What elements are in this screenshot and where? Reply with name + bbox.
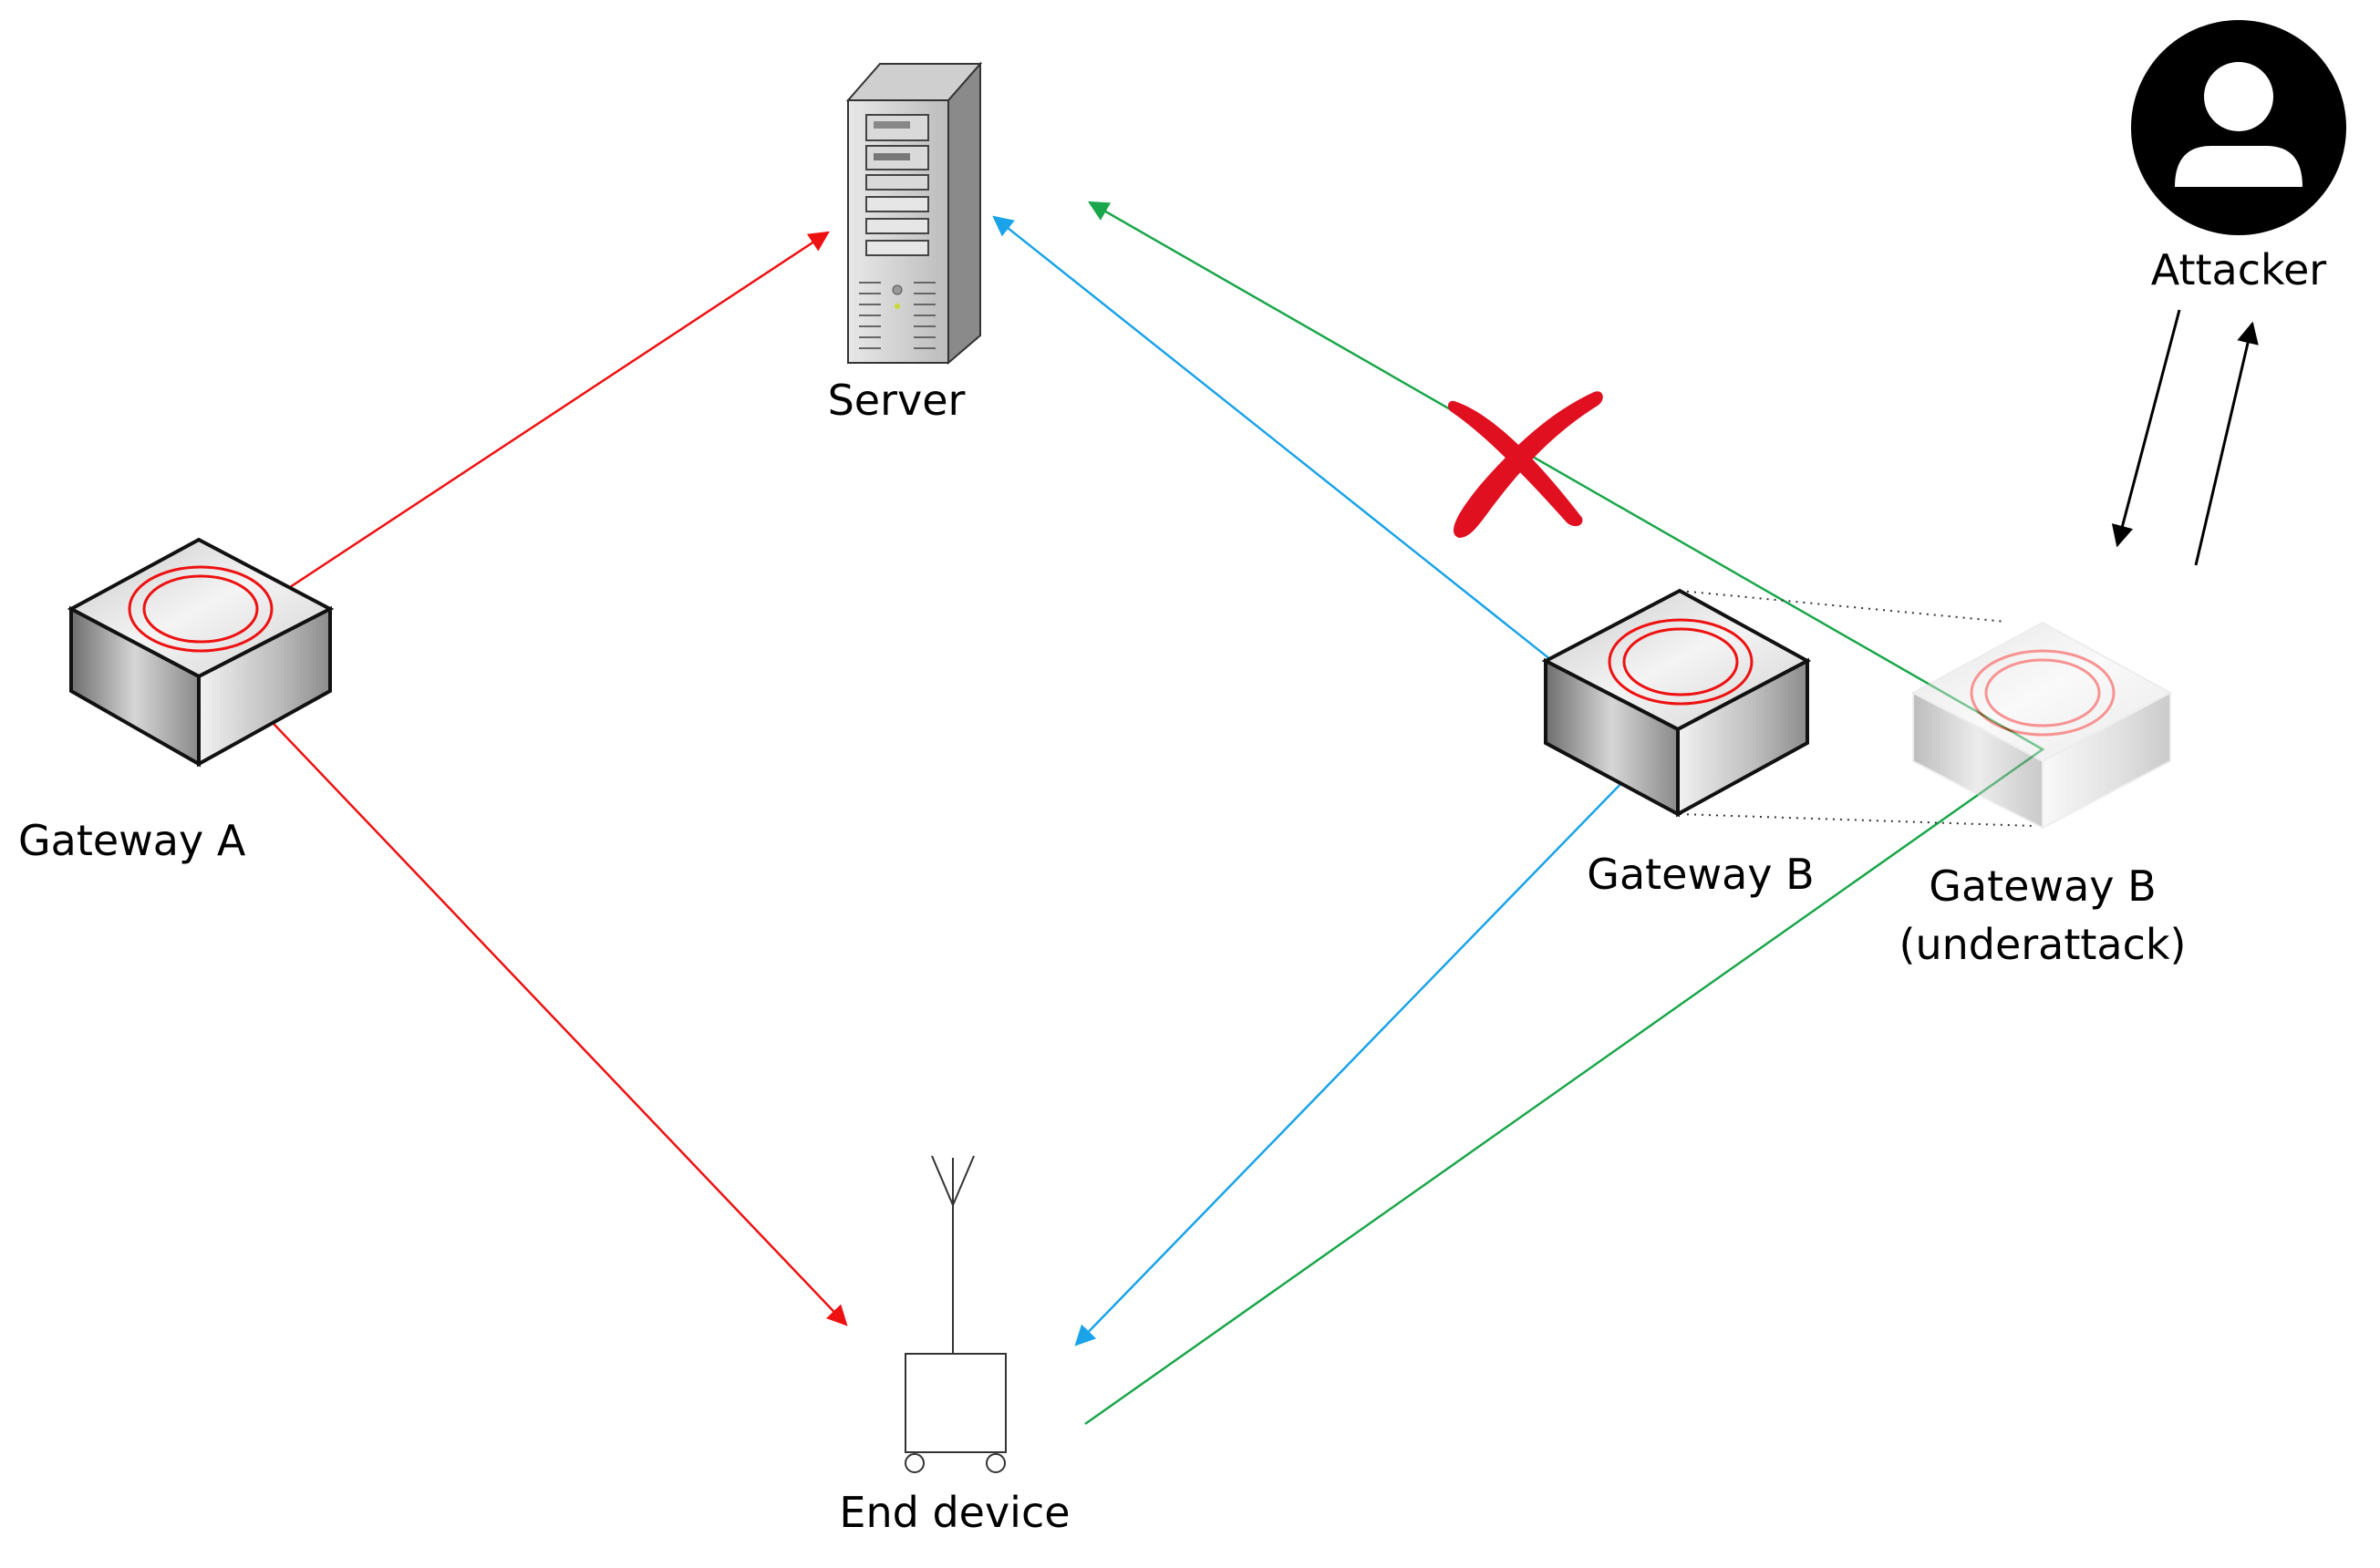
gateway-to-attacker-arrow: [2194, 321, 2259, 566]
connections: [198, 201, 2259, 1426]
gateway-b-to-end-device-arrow: [1074, 745, 1659, 1346]
attacked-gateway-uplink-arrow: [1084, 201, 2045, 1426]
gateway-b-attacked-label-line2: (underattack): [1899, 920, 2187, 969]
end-device-label: End device: [839, 1488, 1070, 1537]
attacker-avatar-icon: [2131, 20, 2346, 235]
gateway-a-label: Gateway A: [18, 816, 246, 865]
gateway-b-to-server-arrow: [992, 215, 1659, 746]
end-device-node: End device: [839, 1155, 1071, 1537]
gateway-b-icon: [1541, 588, 1812, 818]
gateway-b-attacked-icon: [1910, 621, 2173, 830]
gateway-a-icon: [67, 537, 335, 768]
end-device-icon: [905, 1155, 1007, 1473]
blocked-path-cross-icon: [1448, 391, 1603, 538]
attacker-to-gateway-arrow: [2111, 309, 2181, 548]
server-label: Server: [828, 376, 966, 425]
gateway-b-node: Gateway B: [1541, 588, 1815, 899]
gateway-a-to-server-arrow: [198, 231, 830, 649]
server-icon: [845, 61, 983, 366]
gateway-a-to-end-device-arrow: [202, 648, 848, 1326]
server-node: Server: [828, 61, 983, 425]
gateway-a-node: Gateway A: [18, 537, 335, 865]
gateway-b-label: Gateway B: [1587, 850, 1814, 899]
attacker-label: Attacker: [2151, 245, 2327, 294]
gateway-association-dotted-bottom: [1679, 813, 2034, 827]
gateway-b-attacked-label-line1: Gateway B: [1929, 861, 2156, 911]
gateway-b-attacked-node: Gateway B (underattack): [1899, 621, 2187, 969]
attacker-node: Attacker: [2131, 20, 2346, 294]
